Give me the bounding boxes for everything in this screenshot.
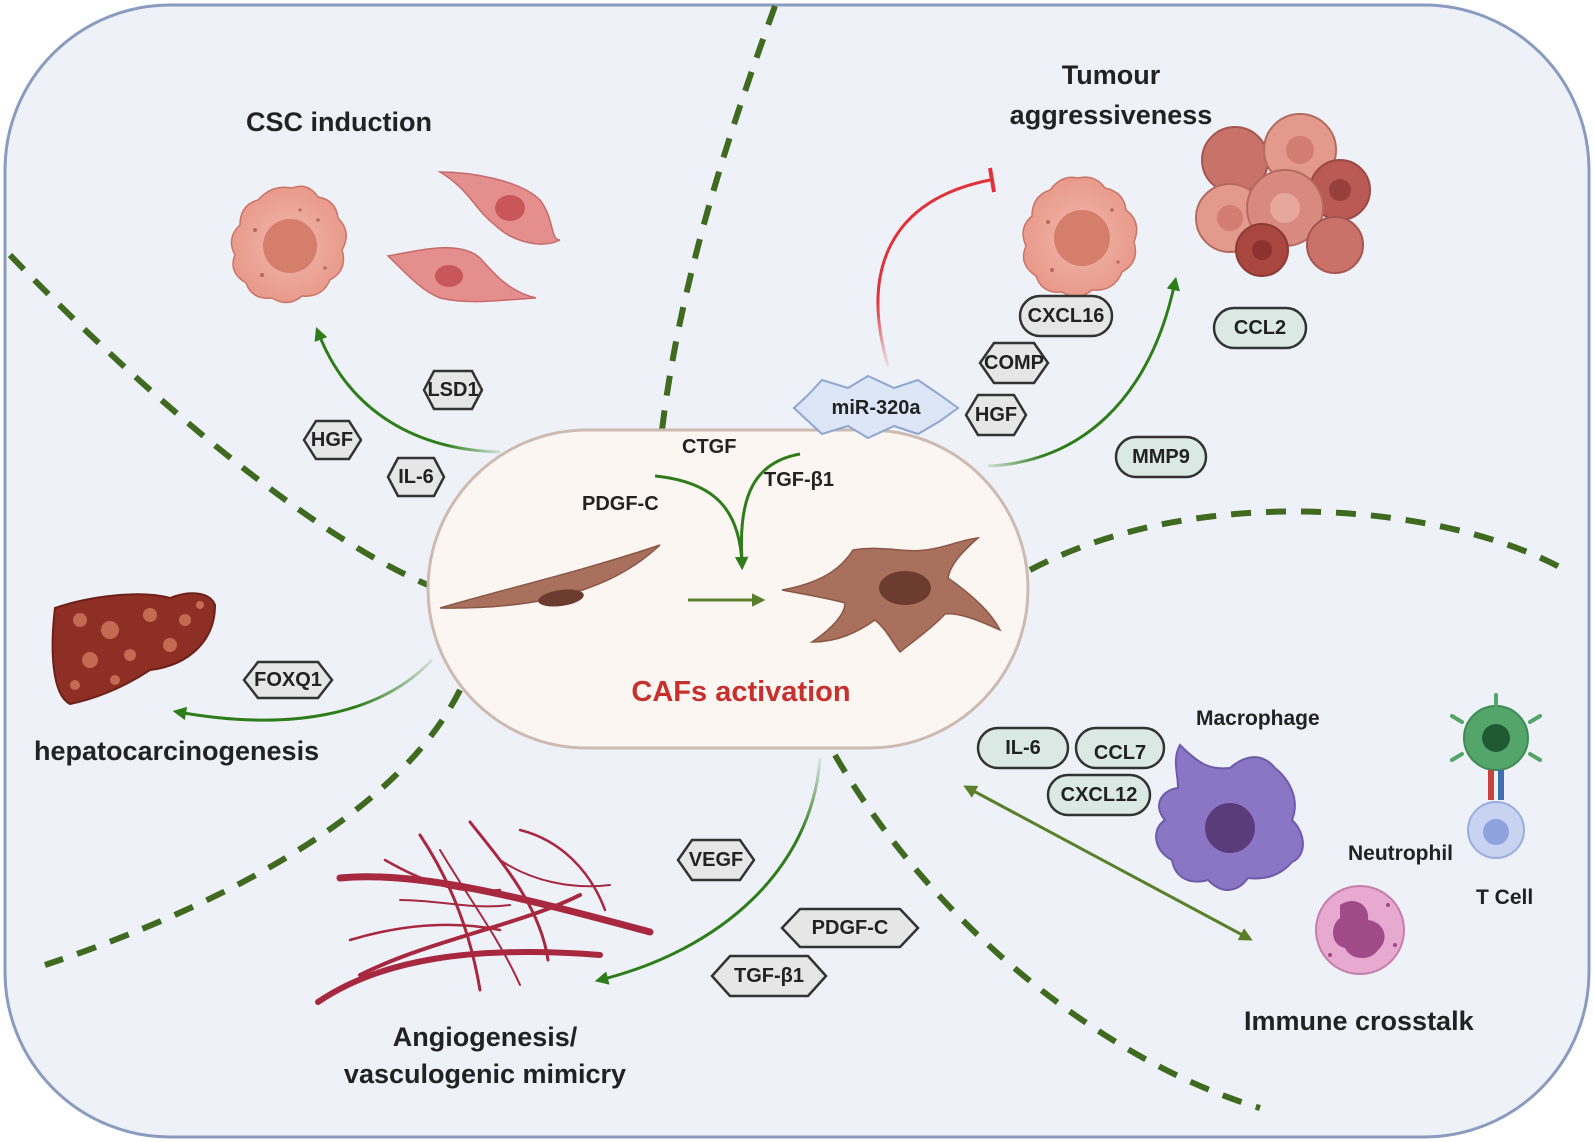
- tcell-label: T Cell: [1476, 886, 1534, 909]
- pdgfc-label: PDGF-C: [582, 493, 659, 515]
- cxcl12-label: CXCL12: [1060, 784, 1138, 806]
- angio-arrow: [594, 757, 822, 985]
- t-cell-icon: [1450, 693, 1542, 859]
- mediator-shapes: [242, 294, 1308, 998]
- tumour-cell-icon: [230, 185, 347, 304]
- lsd1-label: LSD1: [427, 379, 479, 401]
- tumour-aggressiveness-title-line1: Tumour: [1061, 60, 1161, 90]
- foxq1-hexagon: [242, 660, 334, 700]
- tgfb1-angio-hexagon: [710, 954, 828, 998]
- liver-icon: [51, 592, 217, 706]
- neutrophil-icon: [1315, 885, 1405, 975]
- macrophage-label: Macrophage: [1196, 707, 1320, 730]
- tgfb1-signal-arrow: [739, 452, 801, 561]
- cafs-activation-title: CAFs activation: [631, 676, 851, 708]
- blood-vessels-icon: [315, 820, 654, 1005]
- comp-label: COMP: [984, 352, 1044, 374]
- pdgfc-angio-label: PDGF-C: [811, 917, 889, 939]
- foxq1-label: FOXQ1: [254, 669, 322, 691]
- il6-immune-pill: [976, 726, 1070, 770]
- divider-left: [7, 252, 430, 588]
- il6-csc-hexagon: [386, 456, 446, 498]
- mir-320a-shape: [792, 374, 960, 440]
- pdgfc-angio-hexagon: [780, 907, 920, 949]
- lsd1-hexagon: [422, 369, 484, 411]
- cxcl16-label: CXCL16: [1027, 305, 1105, 327]
- hepatocarcinogenesis-title: hepatocarcinogenesis: [34, 736, 320, 766]
- inhibition-bar: [988, 167, 996, 193]
- hgf-tumour-label: HGF: [974, 404, 1018, 426]
- caf-capsule: [426, 428, 1030, 750]
- vegf-hexagon: [676, 838, 756, 882]
- immune-crosstalk-title: Immune crosstalk: [1244, 1006, 1474, 1036]
- mir-320a-label: miR-320a: [831, 397, 921, 419]
- cxcl12-pill: [1046, 773, 1152, 817]
- tgfb1-angio-label: TGF-β1: [734, 965, 804, 987]
- immune-arrow: [963, 785, 1253, 941]
- angiogenesis-title-line2: vasculogenic mimicry: [343, 1059, 627, 1089]
- vegf-label: VEGF: [688, 849, 744, 871]
- spindle-cell-icon: [437, 171, 561, 245]
- mir-inhibition-line: [876, 178, 991, 367]
- cxcl16-pill: [1018, 294, 1114, 338]
- divider-top: [659, 4, 778, 431]
- hgf-csc-hexagon: [302, 419, 363, 461]
- divider-bottom-right: [832, 753, 1261, 1111]
- ccl2-pill: [1212, 306, 1308, 350]
- tumour-cell-icon-2: [1022, 176, 1138, 298]
- spindle-cell-icon-2: [386, 247, 537, 303]
- hgf-tumour-hexagon: [964, 393, 1028, 437]
- mmp9-pill: [1114, 435, 1208, 479]
- ccl7-label: CCL7: [1093, 742, 1147, 764]
- ctgf-label: CTGF: [682, 436, 737, 458]
- mmp9-label: MMP9: [1132, 446, 1190, 468]
- divider-bottom-left: [44, 688, 463, 968]
- comp-hexagon: [978, 341, 1050, 385]
- angiogenesis-title-line1: Angiogenesis/: [392, 1022, 578, 1052]
- divider-right: [1028, 508, 1567, 573]
- il6-csc-label: IL-6: [398, 466, 434, 488]
- tumour-arrow: [987, 276, 1180, 468]
- csc-arrow: [314, 326, 501, 454]
- section-dividers: [7, 4, 1567, 1111]
- csc-induction-title: CSC induction: [246, 107, 432, 137]
- hgf-csc-label: HGF: [310, 429, 354, 451]
- activated-fibroblast-icon: [781, 536, 1002, 654]
- ccl2-label: CCL2: [1233, 317, 1287, 339]
- ccl7-pill: [1074, 726, 1166, 770]
- neutrophil-label: Neutrophil: [1348, 842, 1453, 865]
- hepato-arrow: [172, 658, 434, 722]
- macrophage-icon: [1155, 743, 1304, 891]
- fibroblast-icon: [439, 544, 661, 609]
- tumour-aggressiveness-title-line2: aggressiveness: [1009, 100, 1213, 130]
- il6-immune-label: IL-6: [1005, 737, 1041, 759]
- tgfb1-label: TGF-β1: [764, 469, 834, 491]
- tumour-cluster-icon: [1195, 113, 1371, 277]
